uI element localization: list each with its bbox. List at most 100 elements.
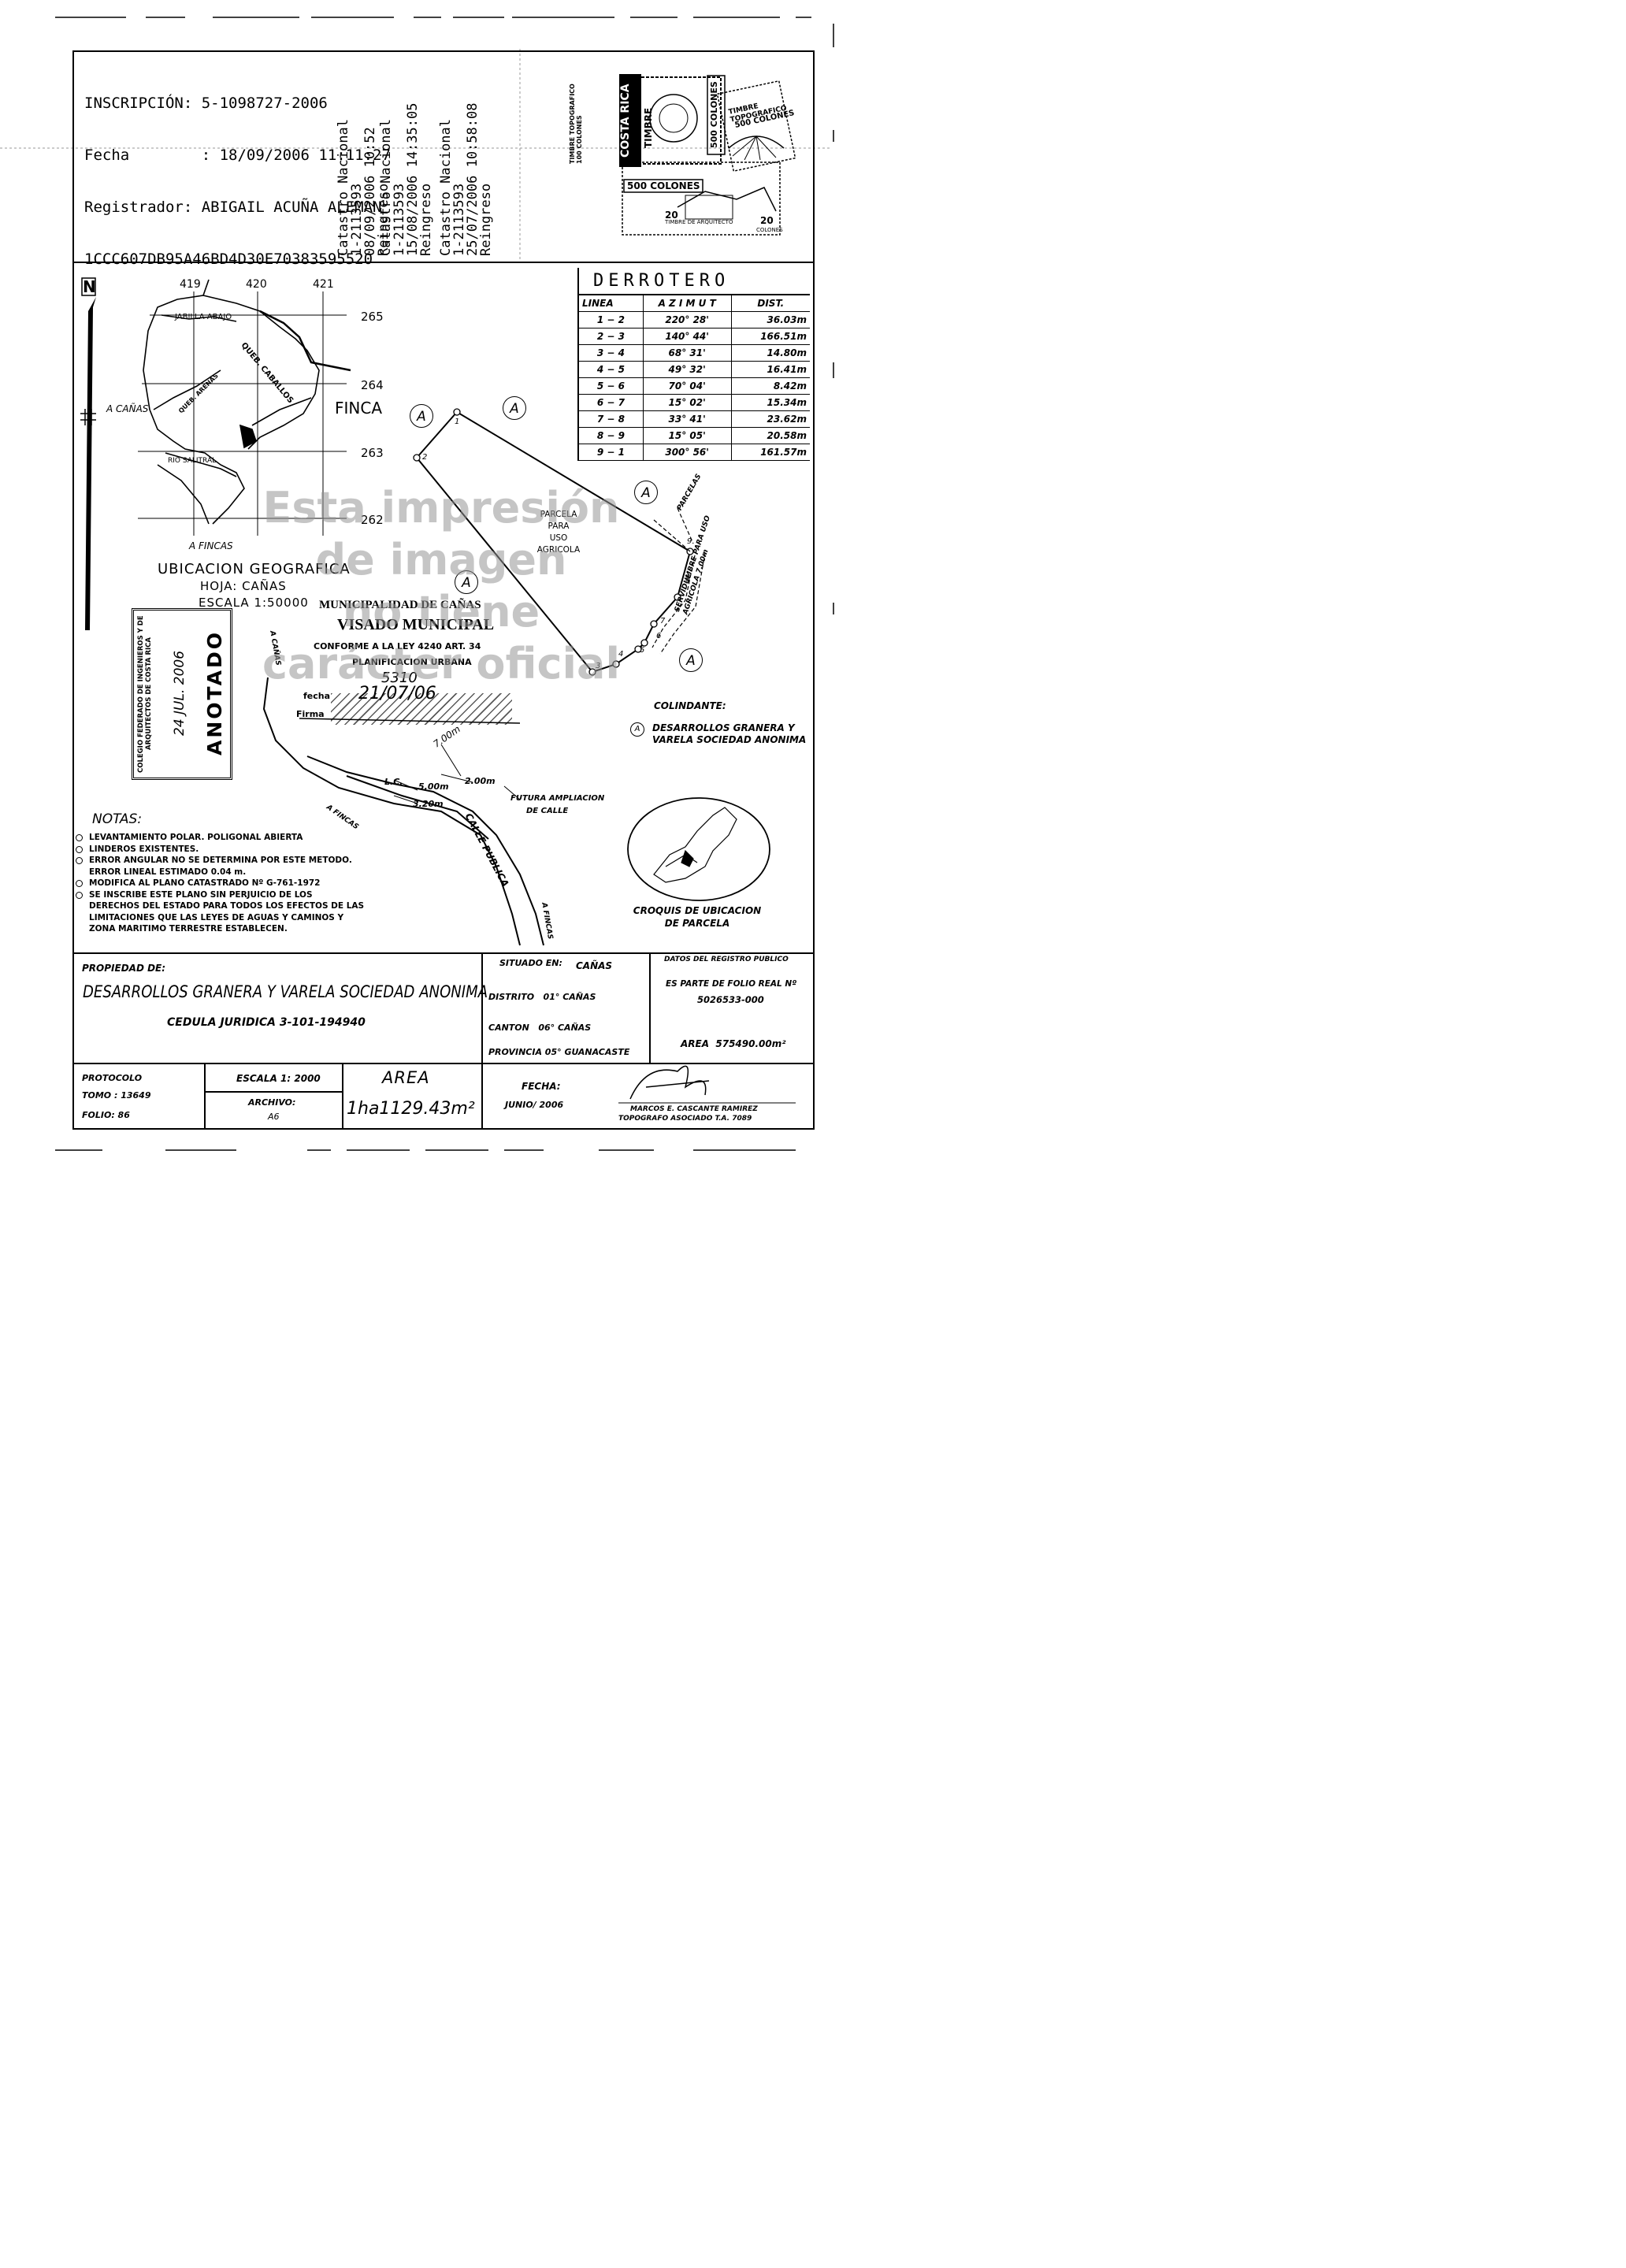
stamp-20-colones: COLONES: [756, 227, 783, 233]
vertex-label: 1: [455, 418, 460, 426]
croquis-frame: [627, 797, 770, 901]
north-box: [81, 277, 96, 296]
grid-x-420: 420: [246, 278, 267, 291]
rio-salitral-label: RIO SALITRAL: [168, 457, 217, 465]
ubicacion-escala: ESCALA 1:50000: [199, 596, 309, 610]
croquis-label: CROQUIS DE UBICACION DE PARCELA: [633, 905, 762, 929]
grid-y-262: 262: [361, 513, 384, 527]
canton: CANTON 06° CAÑAS: [488, 1023, 592, 1033]
row-linea: 6 − 7: [578, 394, 644, 411]
vertex-label: 2: [422, 453, 428, 462]
visado-hatch: [331, 693, 512, 725]
nota-item: ZONA MARITIMO TERRESTRE ESTABLECEN.: [89, 924, 288, 934]
propiedad-label: PROPIEDAD DE:: [82, 963, 166, 974]
col-dist: DIST.: [730, 295, 810, 312]
vertex-label: 5: [640, 646, 645, 655]
anotado-date: 24 JUL. 2006: [172, 650, 187, 737]
de-calle-label: DE CALLE: [526, 807, 569, 815]
watermark: Esta impresión de imagen no tiene caráct…: [262, 483, 620, 689]
adjacent-owner-marker: A: [634, 481, 658, 504]
row-linea: 4 − 5: [578, 361, 644, 378]
row-azimut: 300° 56': [642, 444, 732, 461]
plan-drawing: [72, 277, 815, 1130]
row-dist: 8.42m: [730, 377, 810, 395]
header-divider: [72, 262, 815, 263]
vertex-label: 7: [660, 617, 666, 625]
row-azimut: 70° 04': [642, 377, 732, 395]
notas-title: NOTAS:: [92, 811, 143, 827]
fecha-value: JUNIO/ 2006: [505, 1100, 564, 1110]
owner-name: DESARROLLOS GRANERA Y VARELA SOCIEDAD AN…: [83, 982, 488, 1001]
row-azimut: 33° 41': [642, 410, 732, 428]
adjacent-owner-marker: A: [455, 570, 478, 594]
500-colones-stamp-3: 500 COLONES: [627, 180, 700, 191]
nota-item: LEVANTAMIENTO POLAR. POLIGONAL ABIERTA: [73, 832, 444, 844]
ubicacion-hoja: HOJA: CAÑAS: [200, 579, 287, 593]
row-azimut: 68° 31': [642, 344, 732, 362]
fecha: Fecha : 18/09/2006 11:11:27: [84, 147, 391, 164]
arquitecto-stamp: TIMBRE DE ARQUITECTO: [665, 219, 733, 225]
row-dist: 36.03m: [730, 311, 810, 329]
visado-title: VISADO MUNICIPAL: [337, 616, 495, 633]
scan-artifacts: [0, 17, 834, 1151]
row-dist: 20.58m: [730, 427, 810, 444]
jabilla-label: JABILLA ABAJO: [175, 313, 232, 321]
nota-item: LINDEROS EXISTENTES.: [73, 844, 444, 856]
escala-label: ESCALA 1: 2000: [236, 1073, 321, 1084]
parcel-label: PARCELA PARA USO AGRICOLA: [536, 510, 581, 555]
row-dist: 14.80m: [730, 344, 810, 362]
row-linea: 1 − 2: [578, 311, 644, 329]
row-azimut: 220° 28': [642, 311, 732, 329]
location-map-lines: [143, 279, 351, 525]
vertex-label: 4: [618, 650, 624, 659]
parcel-boundary: [415, 410, 692, 674]
registro-label: DATOS DEL REGISTRO PUBLICO: [664, 956, 789, 963]
colegio-label: COLEGIO FEDERADO DE INGENIEROS Y DE ARQU…: [137, 615, 153, 773]
row-azimut: 49° 32': [642, 361, 732, 378]
area-label: AREA: [382, 1068, 430, 1087]
nota-item: LIMITACIONES QUE LAS LEYES DE AGUAS Y CA…: [89, 912, 344, 922]
parcel-vertices: [413, 408, 694, 676]
visado-conforme: CONFORME A LA LEY 4240 ART. 34: [314, 641, 481, 651]
dim-2m: 2.00m: [465, 776, 496, 786]
col-azimut: A Z I M U T: [642, 295, 732, 312]
topografo-name: MARCOS E. CASCANTE RAMIREZ: [630, 1105, 758, 1113]
registrador: Registrador: ABIGAIL ACUÑA ALEMAN: [84, 199, 382, 216]
municipalidad-label: MUNICIPALIDAD DE CAÑAS: [319, 599, 481, 611]
road-dimension-lines: [299, 718, 521, 804]
vertex-label: 8: [685, 575, 691, 584]
vertex-label: 3: [596, 662, 601, 670]
archivo-value: A6: [268, 1112, 280, 1122]
visado-fecha-label: fecha: [303, 691, 331, 701]
location-grid: [138, 291, 347, 536]
visado-planificacion: PLANIFICACION URBANA: [352, 657, 472, 667]
colindante-marker: A: [630, 722, 644, 737]
dim-3-20m: 3.20m: [413, 799, 444, 809]
row-azimut: 140° 44': [642, 328, 732, 345]
topografo-tag: TOPOGRAFO ASOCIADO T.A. 7089: [618, 1115, 752, 1123]
area-value: 1ha1129.43m²: [347, 1099, 475, 1119]
adjacent-owner-marker: A: [679, 648, 703, 672]
a-canas-map-label: A CAÑAS: [106, 403, 149, 414]
anotado-label: ANOTADO: [203, 630, 226, 756]
futura-label: FUTURA AMPLIACION: [510, 794, 605, 803]
grid-x-421: 421: [313, 278, 334, 291]
a-fincas-map-label: A FINCAS: [189, 540, 233, 551]
adjacent-owner-marker: A: [503, 396, 526, 420]
grid-y-265: 265: [361, 310, 384, 324]
croquis-map: [653, 807, 737, 883]
nota-item: ERROR LINEAL ESTIMADO 0.04 m.: [89, 867, 247, 877]
distrito: DISTRITO 01° CAÑAS: [488, 992, 596, 1002]
row-linea: 7 − 8: [578, 410, 644, 428]
lc-label: L.C.: [384, 777, 403, 787]
vertex-label: 6: [656, 632, 662, 640]
nota-item: ERROR ANGULAR NO SE DETERMINA POR ESTE M…: [73, 855, 444, 867]
